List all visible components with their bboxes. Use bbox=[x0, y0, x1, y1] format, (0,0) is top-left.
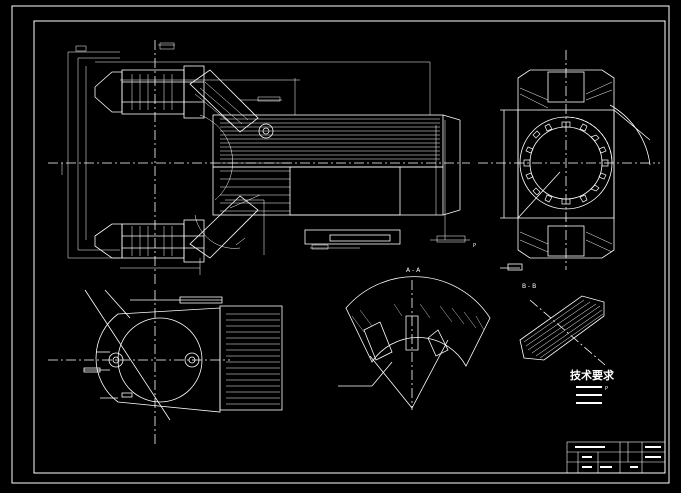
view-marker: P bbox=[473, 243, 476, 249]
front-view bbox=[48, 40, 470, 285]
tech-requirements-marker: P bbox=[605, 386, 608, 392]
shaft-hatching bbox=[131, 74, 440, 256]
title-block bbox=[566, 441, 666, 474]
section-a-hatching bbox=[351, 303, 485, 333]
detail-hatching bbox=[226, 313, 280, 405]
tech-requirements-title: 技术要求 bbox=[570, 368, 615, 382]
spline-teeth bbox=[523, 121, 609, 205]
detail-view bbox=[48, 289, 283, 445]
tech-requirements-lines bbox=[576, 386, 602, 404]
section-a-a bbox=[338, 276, 491, 410]
front-dimensions bbox=[61, 42, 470, 275]
end-view-hatching bbox=[519, 81, 613, 253]
section-a-label: A - A bbox=[406, 267, 421, 274]
section-b-hatching bbox=[523, 299, 604, 359]
section-b-label: B - B bbox=[522, 283, 536, 290]
title-block-fill bbox=[575, 446, 661, 468]
sheet-border bbox=[11, 5, 670, 484]
section-b-b bbox=[519, 295, 606, 366]
